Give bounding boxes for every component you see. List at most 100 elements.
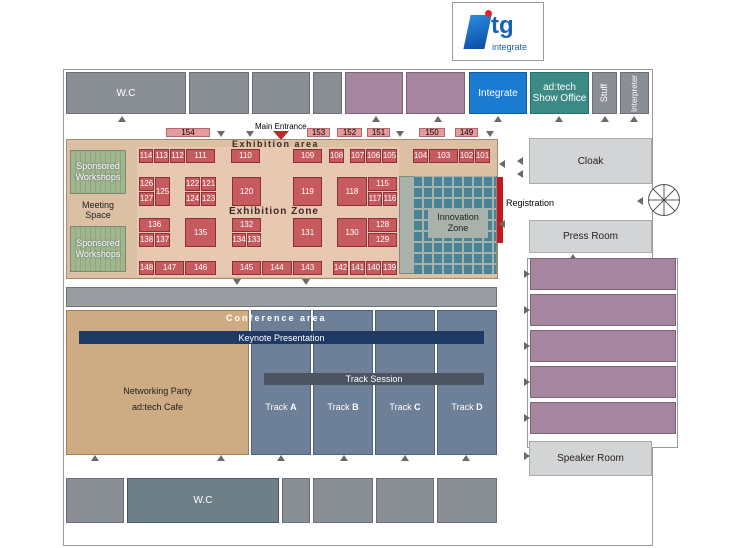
main-entrance-arrow-icon (273, 131, 289, 140)
booth-102[interactable]: 102 (459, 149, 474, 163)
booth-142[interactable]: 142 (333, 261, 348, 275)
booth-120[interactable]: 120 (232, 177, 261, 206)
booth-129[interactable]: 129 (368, 233, 397, 247)
booth-126[interactable]: 126 (139, 177, 154, 191)
booth-125[interactable]: 125 (155, 177, 170, 206)
track-c-prefix: Track (389, 402, 412, 412)
booth-112[interactable]: 112 (170, 149, 185, 163)
booth-128[interactable]: 128 (368, 218, 397, 232)
booth-154-label: 154 (181, 128, 195, 137)
sponsored-workshops-top[interactable]: Sponsored Workshops (70, 150, 126, 194)
track-a-letter: A (290, 402, 297, 412)
booth-124[interactable]: 124 (185, 192, 200, 206)
booth-123[interactable]: 123 (201, 192, 216, 206)
top-room-3 (252, 72, 310, 114)
booth-127[interactable]: 127 (139, 192, 154, 206)
booth-135[interactable]: 135 (185, 218, 216, 247)
booth-138[interactable]: 138 (139, 233, 154, 247)
door-arrow-icon (302, 279, 310, 285)
booth-113[interactable]: 113 (154, 149, 169, 163)
bottom-room-5 (376, 478, 434, 523)
booth-108[interactable]: 108 (329, 149, 344, 163)
bottom-wc[interactable]: W.C (127, 478, 279, 523)
bottom-room-1 (66, 478, 124, 523)
track-session-bar[interactable]: Track Session (264, 373, 484, 385)
track-d-prefix: Track (451, 402, 474, 412)
registration-label[interactable]: Registration (506, 198, 555, 208)
booth-136[interactable]: 136 (139, 218, 170, 232)
booth-143[interactable]: 143 (293, 261, 322, 275)
cloak-room[interactable]: Cloak (529, 138, 652, 184)
booth-131[interactable]: 131 (293, 218, 322, 247)
booth-114[interactable]: 114 (139, 149, 153, 163)
booth-128-label: 128 (375, 220, 390, 229)
booth-140[interactable]: 140 (366, 261, 381, 275)
booth-136-label: 136 (147, 220, 162, 229)
booth-117[interactable]: 117 (368, 192, 382, 206)
meeting-space[interactable]: Meeting Space (70, 197, 126, 223)
sponsored-workshops-bottom[interactable]: Sponsored Workshops (70, 226, 126, 272)
booth-115[interactable]: 115 (368, 177, 397, 191)
booth-137[interactable]: 137 (155, 233, 170, 247)
booth-148[interactable]: 148 (139, 261, 154, 275)
booth-146[interactable]: 146 (185, 261, 216, 275)
press-room-label: Press Room (562, 231, 618, 242)
booth-104[interactable]: 104 (413, 149, 428, 163)
booth-151[interactable]: 151 (367, 128, 390, 137)
booth-119[interactable]: 119 (293, 177, 322, 206)
booth-103-label: 103 (436, 151, 451, 160)
booth-133[interactable]: 133 (247, 233, 261, 247)
booth-144[interactable]: 144 (262, 261, 292, 275)
booth-116[interactable]: 116 (383, 192, 397, 206)
keynote-bar[interactable]: Keynote Presentation (79, 331, 484, 344)
cafe-label: ad:tech Cafe (131, 402, 184, 412)
integrate-room[interactable]: Integrate (469, 72, 527, 114)
booth-133-label: 133 (247, 235, 261, 244)
revolving-door-icon[interactable] (647, 183, 681, 217)
booth-101[interactable]: 101 (475, 149, 490, 163)
networking-label: Networking Party (123, 386, 192, 396)
cloak-label: Cloak (577, 155, 604, 167)
interpreter-room[interactable]: Interpreter (620, 72, 649, 114)
sponsored-workshops-top-label: Sponsored Workshops (75, 161, 121, 182)
booth-130[interactable]: 130 (337, 218, 367, 247)
integrate-room-label: Integrate (478, 87, 518, 99)
door-arrow-icon (601, 116, 609, 122)
top-wc[interactable]: W.C (66, 72, 186, 114)
booth-139[interactable]: 139 (382, 261, 397, 275)
booth-145[interactable]: 145 (232, 261, 261, 275)
booth-122[interactable]: 122 (185, 177, 200, 191)
conference-area-label: Conference area (226, 313, 327, 323)
booth-107[interactable]: 107 (350, 149, 365, 163)
booth-139-label: 139 (382, 263, 397, 272)
door-arrow-icon (499, 160, 505, 168)
booth-106[interactable]: 106 (366, 149, 381, 163)
booth-110[interactable]: 110 (231, 149, 260, 163)
booth-105[interactable]: 105 (382, 149, 397, 163)
booth-111[interactable]: 111 (186, 149, 215, 163)
exhibition-zone-floor (137, 147, 399, 277)
track-c-letter: C (414, 402, 421, 412)
booth-153[interactable]: 153 (307, 128, 330, 137)
booth-137-label: 137 (155, 235, 170, 244)
booth-121[interactable]: 121 (201, 177, 216, 191)
top-room-2 (189, 72, 249, 114)
booth-103[interactable]: 103 (429, 149, 458, 163)
booth-141[interactable]: 141 (350, 261, 365, 275)
booth-118[interactable]: 118 (337, 177, 367, 206)
booth-127-label: 127 (139, 194, 154, 203)
booth-146-label: 146 (193, 263, 208, 272)
booth-152[interactable]: 152 (337, 128, 362, 137)
booth-132[interactable]: 132 (232, 218, 261, 232)
booth-147-label: 147 (162, 263, 177, 272)
booth-147[interactable]: 147 (155, 261, 184, 275)
booth-109[interactable]: 109 (293, 149, 322, 163)
booth-150[interactable]: 150 (419, 128, 445, 137)
show-office-room[interactable]: ad:tech Show Office (530, 72, 589, 114)
booth-154[interactable]: 154 (166, 128, 210, 137)
booth-134[interactable]: 134 (232, 233, 246, 247)
press-room[interactable]: Press Room (529, 220, 652, 253)
speaker-room[interactable]: Speaker Room (529, 441, 652, 476)
booth-149[interactable]: 149 (455, 128, 478, 137)
stuff-room[interactable]: Stuff (592, 72, 617, 114)
